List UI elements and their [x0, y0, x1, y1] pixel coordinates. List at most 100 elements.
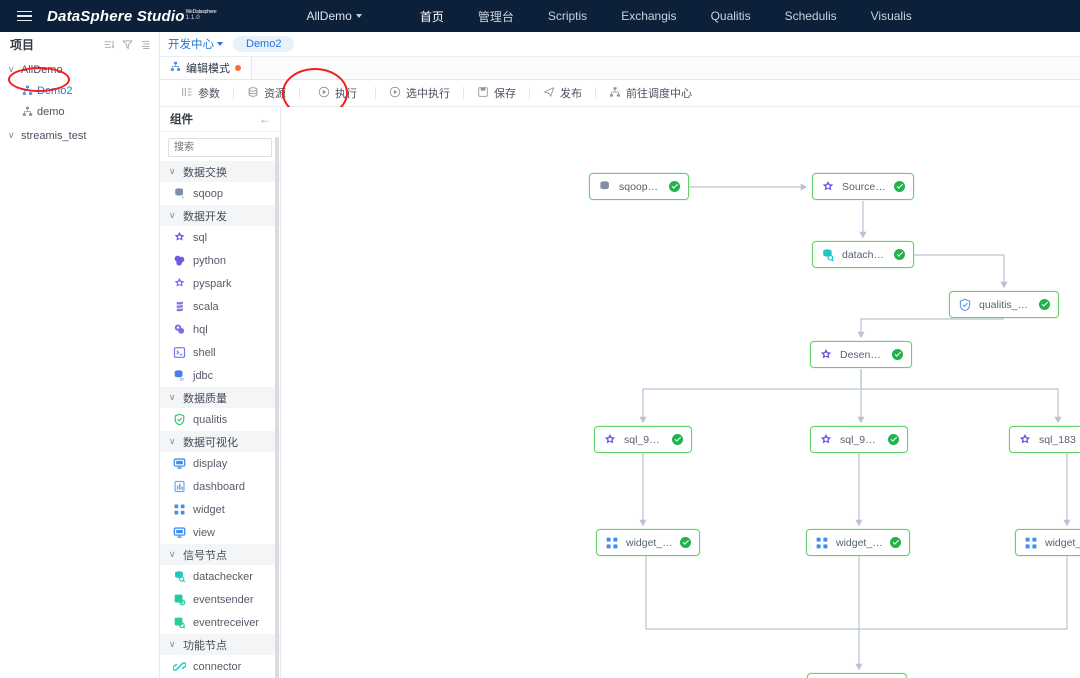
component-item-jdbc[interactable]: bc jdbc: [160, 364, 280, 387]
toolbar-label: 资源: [264, 88, 286, 100]
toolbar-params-button[interactable]: 参数: [168, 85, 233, 101]
components-group-function-nodes[interactable]: ∨ 功能节点: [160, 634, 280, 655]
widget-icon: [173, 503, 186, 516]
flow-node-widget-3197[interactable]: widget_3197: [1015, 529, 1080, 556]
component-label: hql: [193, 323, 208, 336]
toolbar-label: 参数: [198, 88, 220, 100]
tree-item-label: AllDemo: [21, 63, 63, 76]
nav-item-home[interactable]: 首页: [419, 9, 444, 24]
toolbar-publish-button[interactable]: 发布: [530, 85, 595, 101]
component-item-python[interactable]: python: [160, 249, 280, 272]
workspace-selector[interactable]: AllDemo: [306, 9, 362, 23]
qualitis-icon: [173, 413, 186, 426]
components-group-data-development[interactable]: ∨ 数据开发: [160, 205, 280, 226]
hamburger-menu-icon[interactable]: [7, 10, 41, 22]
components-group-data-quality[interactable]: ∨ 数据质量: [160, 387, 280, 408]
flow-node-display-9653[interactable]: display_9653: [807, 673, 907, 678]
nav-item-schedulis[interactable]: Schedulis: [784, 9, 837, 23]
component-item-hql[interactable]: hql: [160, 318, 280, 341]
components-scrollbar[interactable]: [275, 137, 279, 678]
components-title: 组件: [170, 114, 193, 126]
toolbar-label: 发布: [560, 88, 582, 100]
nav-item-visualis[interactable]: Visualis: [870, 9, 912, 23]
svg-text:s: s: [182, 195, 184, 200]
project-icon: [22, 85, 33, 96]
flow-node-sqoop-3679[interactable]: sqoop_3679: [589, 173, 689, 200]
toolbar-execute-selected-button[interactable]: 选中执行: [376, 85, 463, 101]
widget-icon: [1024, 536, 1038, 550]
flow-node-datachecker[interactable]: datachecker...: [812, 241, 914, 268]
component-label: view: [193, 526, 216, 539]
python-icon: [173, 254, 186, 267]
component-label: sqoop: [193, 187, 223, 200]
sql-icon: [819, 348, 833, 362]
toolbar-divider: [529, 87, 530, 99]
components-group-data-exchange[interactable]: ∨ 数据交换: [160, 161, 280, 182]
list-icon[interactable]: [140, 39, 151, 50]
component-item-sqoop[interactable]: s sqoop: [160, 182, 280, 205]
components-group-signal-nodes[interactable]: ∨ 信号节点: [160, 544, 280, 565]
component-item-display[interactable]: display: [160, 452, 280, 475]
sql-icon: [603, 433, 617, 447]
component-item-sql[interactable]: sql: [160, 226, 280, 249]
nav-item-console[interactable]: 管理台: [477, 9, 514, 24]
chevron-down-icon: ∨: [168, 210, 176, 220]
flow-node-desensitized[interactable]: Desensitized...: [810, 341, 912, 368]
component-item-connector[interactable]: connector: [160, 655, 280, 678]
nav-item-qualitis[interactable]: Qualitis: [710, 9, 751, 23]
component-item-pyspark[interactable]: pyspark: [160, 272, 280, 295]
shell-icon: [173, 346, 186, 359]
component-item-dashboard[interactable]: dashboard: [160, 475, 280, 498]
components-search-wrap: [160, 132, 280, 161]
tree-item-demo2[interactable]: Demo2: [0, 80, 159, 101]
component-item-view[interactable]: view: [160, 521, 280, 544]
flow-node-label: Source_Data: [842, 180, 887, 193]
filter-icon[interactable]: [122, 39, 133, 50]
components-group-data-visualization[interactable]: ∨ 数据可视化: [160, 431, 280, 452]
flow-node-widget-5045[interactable]: widget_5045: [806, 529, 910, 556]
toolbar-save-button[interactable]: 保存: [464, 85, 529, 101]
chevron-left-icon[interactable]: ←: [259, 112, 271, 126]
flow-node-sql-183[interactable]: sql_183: [1009, 426, 1080, 453]
nav-menu: 首页 管理台 Scriptis Exchangis Qualitis Sched…: [420, 8, 912, 25]
nav-item-exchangis[interactable]: Exchangis: [621, 9, 677, 23]
tree-item-streamis-test[interactable]: ∨ streamis_test: [0, 125, 159, 146]
flow-node-sql-9131[interactable]: sql_9131: [810, 426, 908, 453]
tree-item-alldemo[interactable]: ∨ AllDemo: [0, 59, 159, 80]
sqoop-icon: s: [173, 187, 186, 200]
chevron-down-icon: [217, 42, 223, 46]
flow-node-qualitis-2000[interactable]: qualitis_2000: [949, 291, 1059, 318]
flow-node-widget-8097[interactable]: widget_8097: [596, 529, 700, 556]
component-item-datachecker[interactable]: datachecker: [160, 565, 280, 588]
toolbar-resource-button[interactable]: 资源: [234, 85, 299, 101]
status-badge-success: [894, 181, 905, 192]
top-navbar: DataSphere Studio WeDatasphere 1.1.0 All…: [0, 0, 1080, 32]
toolbar-execute-button[interactable]: 执行: [300, 85, 375, 101]
publish-icon: [543, 86, 555, 101]
nav-item-scriptis[interactable]: Scriptis: [547, 9, 588, 23]
toolbar-divider: [299, 87, 300, 99]
flow-node-label: Desensitized...: [840, 348, 885, 361]
breadcrumb-chip-demo2[interactable]: Demo2: [233, 36, 295, 52]
tree-item-demo[interactable]: demo: [0, 101, 159, 122]
component-item-eventreceiver[interactable]: eventreceiver: [160, 611, 280, 634]
sort-icon[interactable]: [104, 39, 115, 50]
component-item-shell[interactable]: shell: [160, 341, 280, 364]
breadcrumb-dev-center[interactable]: 开发中心: [168, 36, 223, 52]
component-item-widget[interactable]: widget: [160, 498, 280, 521]
tab-edit-mode[interactable]: 编辑模式: [160, 57, 252, 79]
component-item-qualitis[interactable]: qualitis: [160, 408, 280, 431]
component-item-eventsender[interactable]: eventsender: [160, 588, 280, 611]
toolbar-divider: [595, 87, 596, 99]
search-input[interactable]: [168, 138, 272, 157]
workspace-label: AllDemo: [306, 9, 352, 23]
svg-text:bc: bc: [180, 377, 184, 382]
flow-node-label: sqoop_3679: [619, 180, 662, 193]
project-tree: ∨ AllDemo Demo2: [0, 57, 159, 146]
flow-node-source-data[interactable]: Source_Data: [812, 173, 914, 200]
flow-node-sql-9986[interactable]: sql_9986: [594, 426, 692, 453]
flow-canvas[interactable]: sqoop_3679 Source_Data datachecker...: [281, 107, 1080, 678]
status-badge-success: [1039, 299, 1050, 310]
toolbar-goto-schedule-center-button[interactable]: 前往调度中心: [596, 85, 705, 101]
component-item-scala[interactable]: scala: [160, 295, 280, 318]
